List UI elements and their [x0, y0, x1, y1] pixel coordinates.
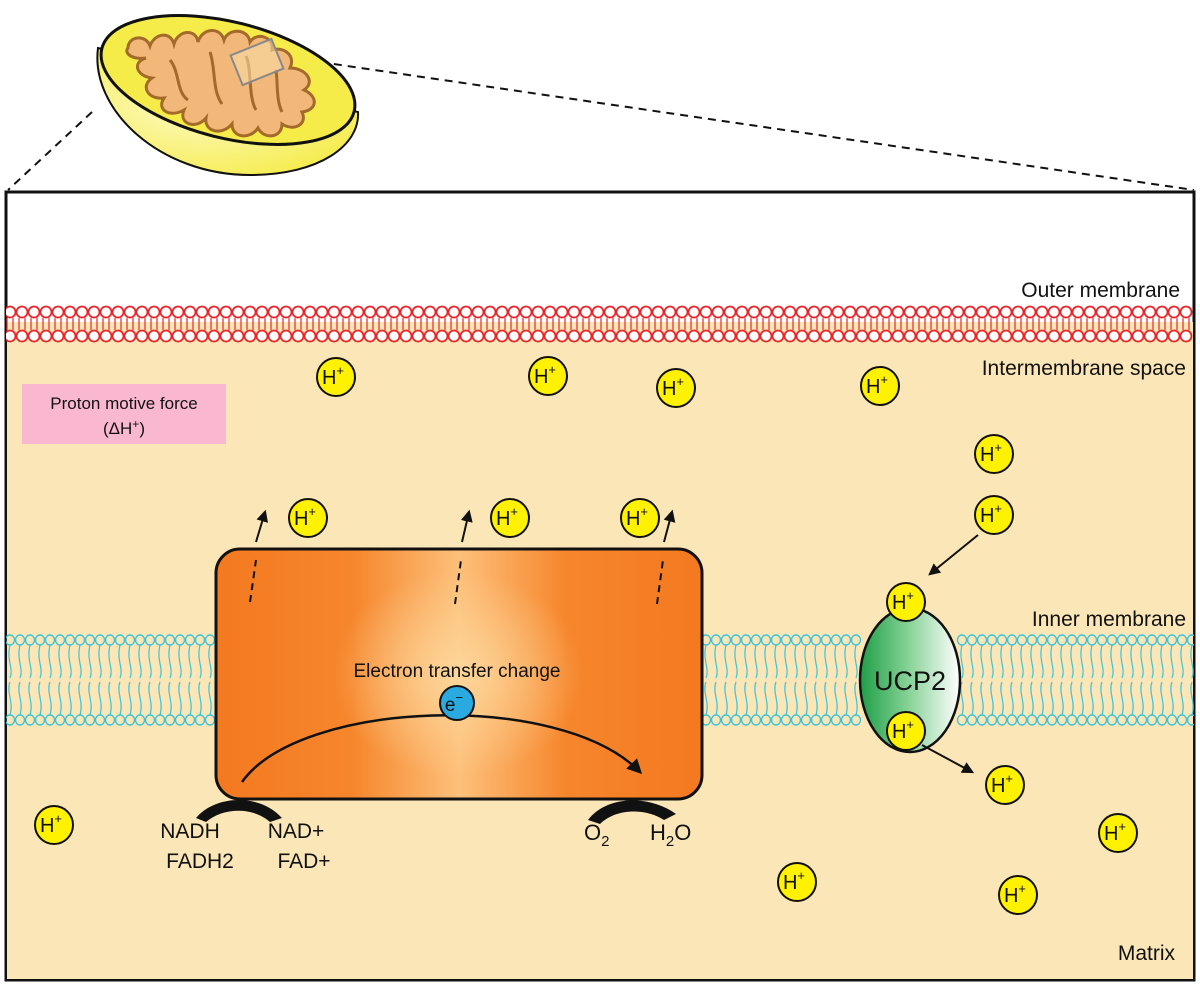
- proton-ion: H+: [316, 357, 356, 397]
- o2-label: O2: [584, 820, 609, 850]
- ucp2-label: UCP2: [874, 666, 946, 696]
- proton-ions: H+ H+ H+ H+ H+ H+ H+ H+ H+ H+ H+ H+ H+ H…: [34, 356, 1138, 915]
- proton-ion: H+: [620, 498, 660, 538]
- electron-icon: e−: [439, 685, 475, 721]
- ucp-entry-arrow: [928, 534, 979, 576]
- proton-ion: H+: [528, 356, 568, 396]
- pump-path-3: [656, 559, 664, 605]
- pump-path-2: [454, 559, 462, 605]
- proton-ion: H+: [860, 366, 900, 406]
- svg-text:H+: H+: [40, 811, 62, 837]
- proton-motive-force-box: Proton motive force (ΔH+): [22, 384, 226, 444]
- nad-label: NAD+: [268, 820, 325, 843]
- proton-ion: H+: [998, 875, 1038, 915]
- svg-text:H+: H+: [980, 501, 1002, 527]
- fadh2-label: FADH2: [166, 850, 234, 873]
- svg-text:H+: H+: [866, 372, 888, 398]
- svg-text:H+: H+: [892, 717, 914, 743]
- complex-label: Electron transfer change: [353, 661, 560, 682]
- svg-text:H+: H+: [892, 588, 914, 614]
- svg-text:H+: H+: [322, 363, 344, 389]
- proton-ion: H+: [974, 434, 1014, 474]
- pmf-symbol: (ΔH+): [103, 417, 145, 438]
- proton-ion: H+: [1098, 813, 1138, 853]
- svg-text:H+: H+: [496, 504, 518, 530]
- svg-text:H+: H+: [1004, 881, 1026, 907]
- pmf-title: Proton motive force: [50, 394, 197, 413]
- zoom-line-right: [319, 61, 1195, 191]
- product-exit-hook: [588, 800, 676, 824]
- pump-arrow-2: [460, 509, 473, 543]
- intermembrane-space-label: Intermembrane space: [982, 357, 1186, 380]
- pump-arrow-1: [255, 509, 268, 543]
- proton-ion: H+: [490, 498, 530, 538]
- electron-flow-arrow: [240, 714, 643, 783]
- svg-text:H+: H+: [1104, 819, 1126, 845]
- h2o-label: H2O: [650, 820, 691, 850]
- nadh-label: NADH: [160, 820, 220, 843]
- proton-ion: H+: [777, 862, 817, 902]
- svg-text:H+: H+: [294, 504, 316, 530]
- proton-ion: H+: [886, 582, 926, 622]
- svg-text:e−: e−: [445, 690, 463, 716]
- svg-text:H+: H+: [534, 362, 556, 388]
- svg-text:H+: H+: [991, 771, 1013, 797]
- proton-ion: H+: [656, 368, 696, 408]
- substrate-entry-hook: [196, 799, 282, 822]
- svg-text:H+: H+: [980, 440, 1002, 466]
- outer-membrane-label: Outer membrane: [1021, 279, 1180, 302]
- zoom-line-left: [7, 111, 93, 191]
- outer-membrane: [6, 305, 1193, 343]
- mitochondrion-icon: [96, 14, 360, 177]
- proton-ion: H+: [288, 498, 328, 538]
- svg-text:H+: H+: [626, 504, 648, 530]
- inner-membrane-label: Inner membrane: [1032, 608, 1186, 631]
- inner-membrane: [6, 634, 1194, 726]
- electron-transport-complex: Electron transfer change e−: [214, 509, 704, 801]
- proton-ion: H+: [886, 711, 926, 751]
- proton-ion: H+: [985, 765, 1025, 805]
- matrix-label: Matrix: [1118, 942, 1176, 965]
- proton-ion: H+: [974, 495, 1014, 535]
- ucp2-protein: UCP2: [858, 606, 962, 754]
- svg-text:H+: H+: [662, 374, 684, 400]
- fad-label: FAD+: [277, 850, 330, 873]
- svg-text:H+: H+: [783, 868, 805, 894]
- pump-arrow-3: [663, 509, 676, 543]
- proton-ion: H+: [34, 805, 74, 845]
- ucp-exit-arrow: [921, 744, 975, 774]
